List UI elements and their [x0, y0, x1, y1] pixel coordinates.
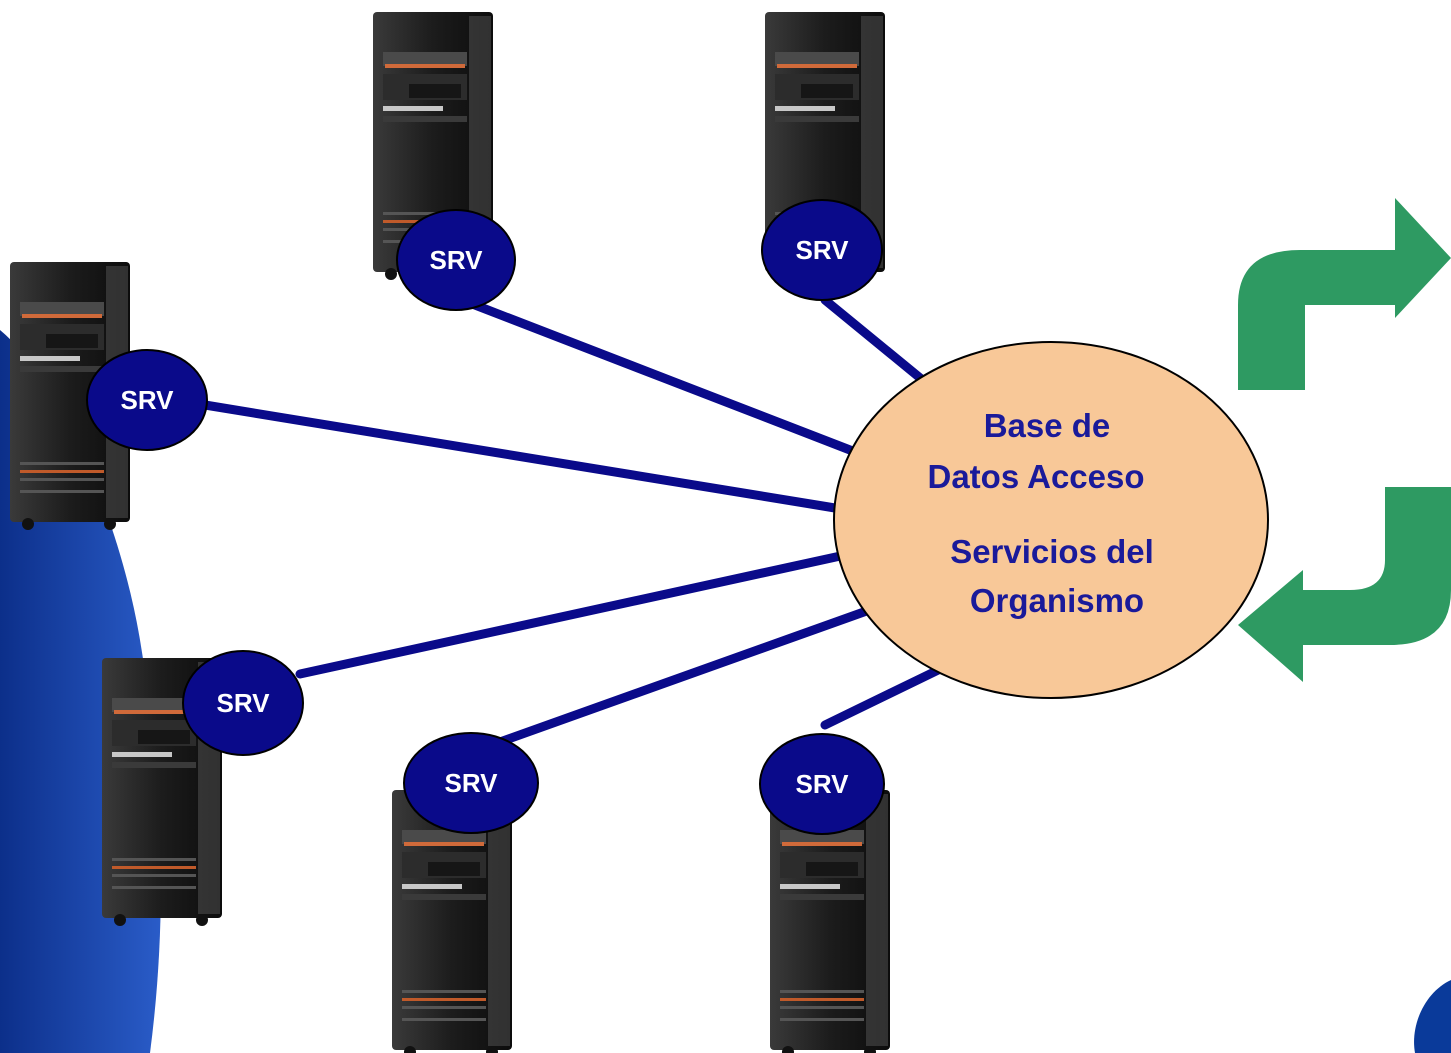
- srv-nodes: SRV SRV SRV SRV SRV SRV: [86, 199, 885, 835]
- hub-label-line-3: Servicios del: [950, 533, 1154, 570]
- srv-node-circle: [759, 733, 885, 835]
- srv-node-label: SRV: [430, 245, 484, 275]
- srv-node-circle: [86, 349, 208, 451]
- srv-node-circle: [761, 199, 883, 301]
- hub-database-node: Base de Datos Acceso Servicios del Organ…: [833, 341, 1269, 699]
- hub-label-line-4: Organismo: [970, 582, 1144, 619]
- srv-node-label: SRV: [796, 769, 850, 799]
- background-swoosh-bottom-right: [1414, 980, 1451, 1053]
- srv-node-label: SRV: [796, 235, 850, 265]
- srv-node-label: SRV: [217, 688, 271, 718]
- link-lower-left: [295, 550, 850, 679]
- srv-node-top-right: SRV: [761, 199, 883, 301]
- hub-ellipse: [833, 341, 1269, 699]
- link-left: [200, 400, 840, 513]
- srv-node-top-left: SRV: [396, 209, 516, 311]
- srv-node-circle: [182, 650, 304, 756]
- server-towers: [10, 12, 890, 1053]
- srv-node-lower-left: SRV: [182, 650, 304, 756]
- srv-node-bottom-right: SRV: [759, 733, 885, 835]
- link-bottom-left: [495, 603, 880, 747]
- curved-arrow-left-icon: [1238, 487, 1451, 682]
- srv-node-circle: [396, 209, 516, 311]
- hub-label-line-2: Datos Acceso: [927, 458, 1144, 495]
- sync-arrows: [1238, 198, 1451, 682]
- hub-label-line-1: Base de: [984, 407, 1111, 444]
- srv-node-label: SRV: [121, 385, 175, 415]
- curved-arrow-right-icon: [1238, 198, 1451, 390]
- srv-node-bottom-left: SRV: [403, 732, 539, 834]
- link-top-left: [470, 300, 855, 455]
- network-links: [200, 295, 970, 747]
- srv-node-circle: [403, 732, 539, 834]
- link-top-right: [820, 295, 930, 387]
- srv-node-label: SRV: [445, 768, 499, 798]
- srv-node-left: SRV: [86, 349, 208, 451]
